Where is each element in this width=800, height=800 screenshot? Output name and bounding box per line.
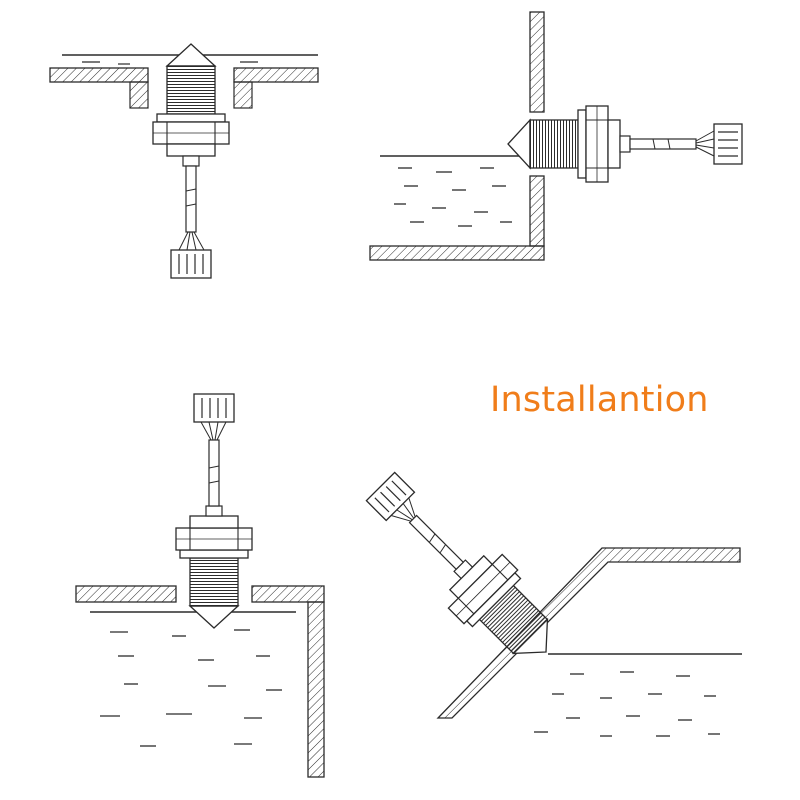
top-mount-corner-installation: [75, 393, 325, 778]
top-mount-installation: [49, 43, 319, 279]
angled-wall-installation: [353, 459, 742, 737]
installation-label: Installantion: [490, 380, 709, 420]
side-wall-installation: [369, 11, 743, 261]
